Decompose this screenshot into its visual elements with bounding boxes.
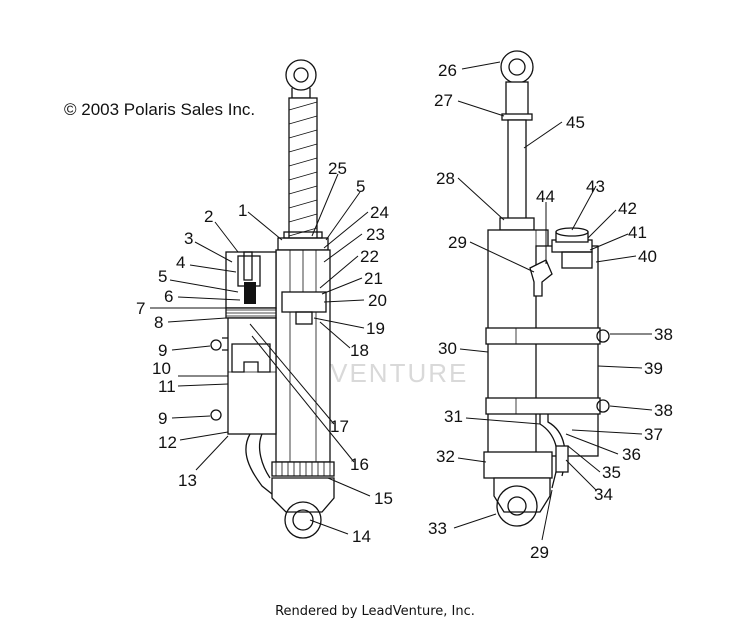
hose-fitting — [555, 445, 569, 473]
reservoir-hose-inner — [258, 433, 271, 479]
callout-34: 34 — [594, 485, 613, 504]
top-eyelet-right — [500, 50, 534, 84]
callout-38-lower: 38 — [654, 401, 673, 420]
callout-5-left: 5 — [158, 267, 167, 286]
callout-45: 45 — [566, 113, 585, 132]
bottom-mount-housing — [271, 477, 335, 513]
lower-clamp-screw — [596, 399, 610, 413]
callout-18: 18 — [350, 341, 369, 360]
reservoir-hose — [245, 433, 273, 495]
bottom-eyelet-right — [496, 485, 538, 527]
bottom-eyelet — [284, 501, 322, 539]
elbow-fitting — [529, 259, 553, 297]
leader-lines — [150, 61, 653, 541]
schrader-cap-top — [555, 227, 589, 237]
body-top-cap — [277, 237, 329, 251]
callout-16: 16 — [350, 455, 369, 474]
top-eyelet-bushing-right — [508, 58, 526, 76]
clamp-tab-upper — [222, 337, 228, 351]
callout-24: 24 — [370, 203, 389, 222]
callout-39: 39 — [644, 359, 663, 378]
callout-32: 32 — [436, 447, 455, 466]
bottom-mount-right — [493, 477, 551, 513]
callout-17: 17 — [330, 417, 349, 436]
callout-2: 2 — [204, 207, 213, 226]
lower-clamp — [485, 397, 601, 415]
valve-housing-right — [561, 251, 593, 269]
callout-40: 40 — [638, 247, 657, 266]
upper-clamp-screw — [596, 329, 610, 343]
callout-29-upper: 29 — [448, 233, 467, 252]
callout-44: 44 — [536, 187, 555, 206]
shock-rod-upper — [505, 81, 529, 119]
callout-41: 41 — [628, 223, 647, 242]
callout-19: 19 — [366, 319, 385, 338]
callout-15: 15 — [374, 489, 393, 508]
callout-25: 25 — [328, 159, 347, 178]
callout-7: 7 — [136, 299, 145, 318]
callout-42: 42 — [618, 199, 637, 218]
callout-26: 26 — [438, 61, 457, 80]
callout-9-lower: 9 — [158, 409, 167, 428]
rod-collar — [501, 113, 533, 121]
piston-nut — [295, 311, 313, 325]
callout-31: 31 — [444, 407, 463, 426]
seal-ring — [283, 231, 323, 239]
callout-20: 20 — [368, 291, 387, 310]
callout-labels: 1 2 3 4 5 6 7 8 9 10 11 9 12 13 14 15 16… — [136, 61, 673, 562]
copyright-notice: © 2003 Polaris Sales Inc. — [64, 100, 256, 119]
callout-43: 43 — [586, 177, 605, 196]
piston — [281, 291, 327, 313]
top-eyelet — [285, 59, 317, 91]
callout-14: 14 — [352, 527, 371, 546]
top-eyelet-bushing — [293, 67, 309, 83]
clamp-screw-upper — [210, 339, 222, 351]
callout-1: 1 — [238, 201, 247, 220]
callout-11: 11 — [158, 377, 176, 396]
render-credit: Rendered by LeadVenture, Inc. — [275, 604, 475, 619]
callout-37: 37 — [644, 425, 663, 444]
bottom-eyelet-bushing-right — [507, 496, 527, 516]
callout-35: 35 — [602, 463, 621, 482]
upper-clamp — [485, 327, 601, 345]
callout-30: 30 — [438, 339, 457, 358]
callout-29-lower: 29 — [530, 543, 549, 562]
callout-4: 4 — [176, 253, 185, 272]
callout-28: 28 — [436, 169, 455, 188]
bottom-collar-right — [483, 451, 553, 479]
callout-12: 12 — [158, 433, 177, 452]
collar-threads — [275, 462, 331, 476]
clamp-screw-lower — [210, 409, 222, 421]
callout-5-right: 5 — [356, 177, 365, 196]
callout-23: 23 — [366, 225, 385, 244]
right-shock-assembly — [483, 50, 610, 527]
callout-22: 22 — [360, 247, 379, 266]
callout-10: 10 — [152, 359, 171, 378]
lower-collar — [271, 461, 335, 477]
boot-ribs — [288, 101, 318, 237]
shock-rod — [507, 119, 527, 221]
divider-hatch — [226, 309, 276, 317]
reservoir-right — [535, 245, 599, 457]
callout-3: 3 — [184, 229, 193, 248]
left-shock-assembly — [210, 59, 335, 539]
callout-27: 27 — [434, 91, 453, 110]
rod-seal-head — [499, 217, 535, 231]
valve-insert — [244, 282, 256, 304]
reservoir-body — [227, 317, 277, 435]
callout-8: 8 — [154, 313, 163, 332]
callout-21: 21 — [364, 269, 383, 288]
callout-13: 13 — [178, 471, 197, 490]
callout-36: 36 — [622, 445, 641, 464]
shock-shaft-boot — [288, 97, 318, 241]
valve-stem — [243, 251, 253, 281]
callout-9-upper: 9 — [158, 341, 167, 360]
callout-6: 6 — [164, 287, 173, 306]
callout-33: 33 — [428, 519, 447, 538]
bottom-eyelet-bushing — [292, 509, 314, 531]
callout-38-upper: 38 — [654, 325, 673, 344]
